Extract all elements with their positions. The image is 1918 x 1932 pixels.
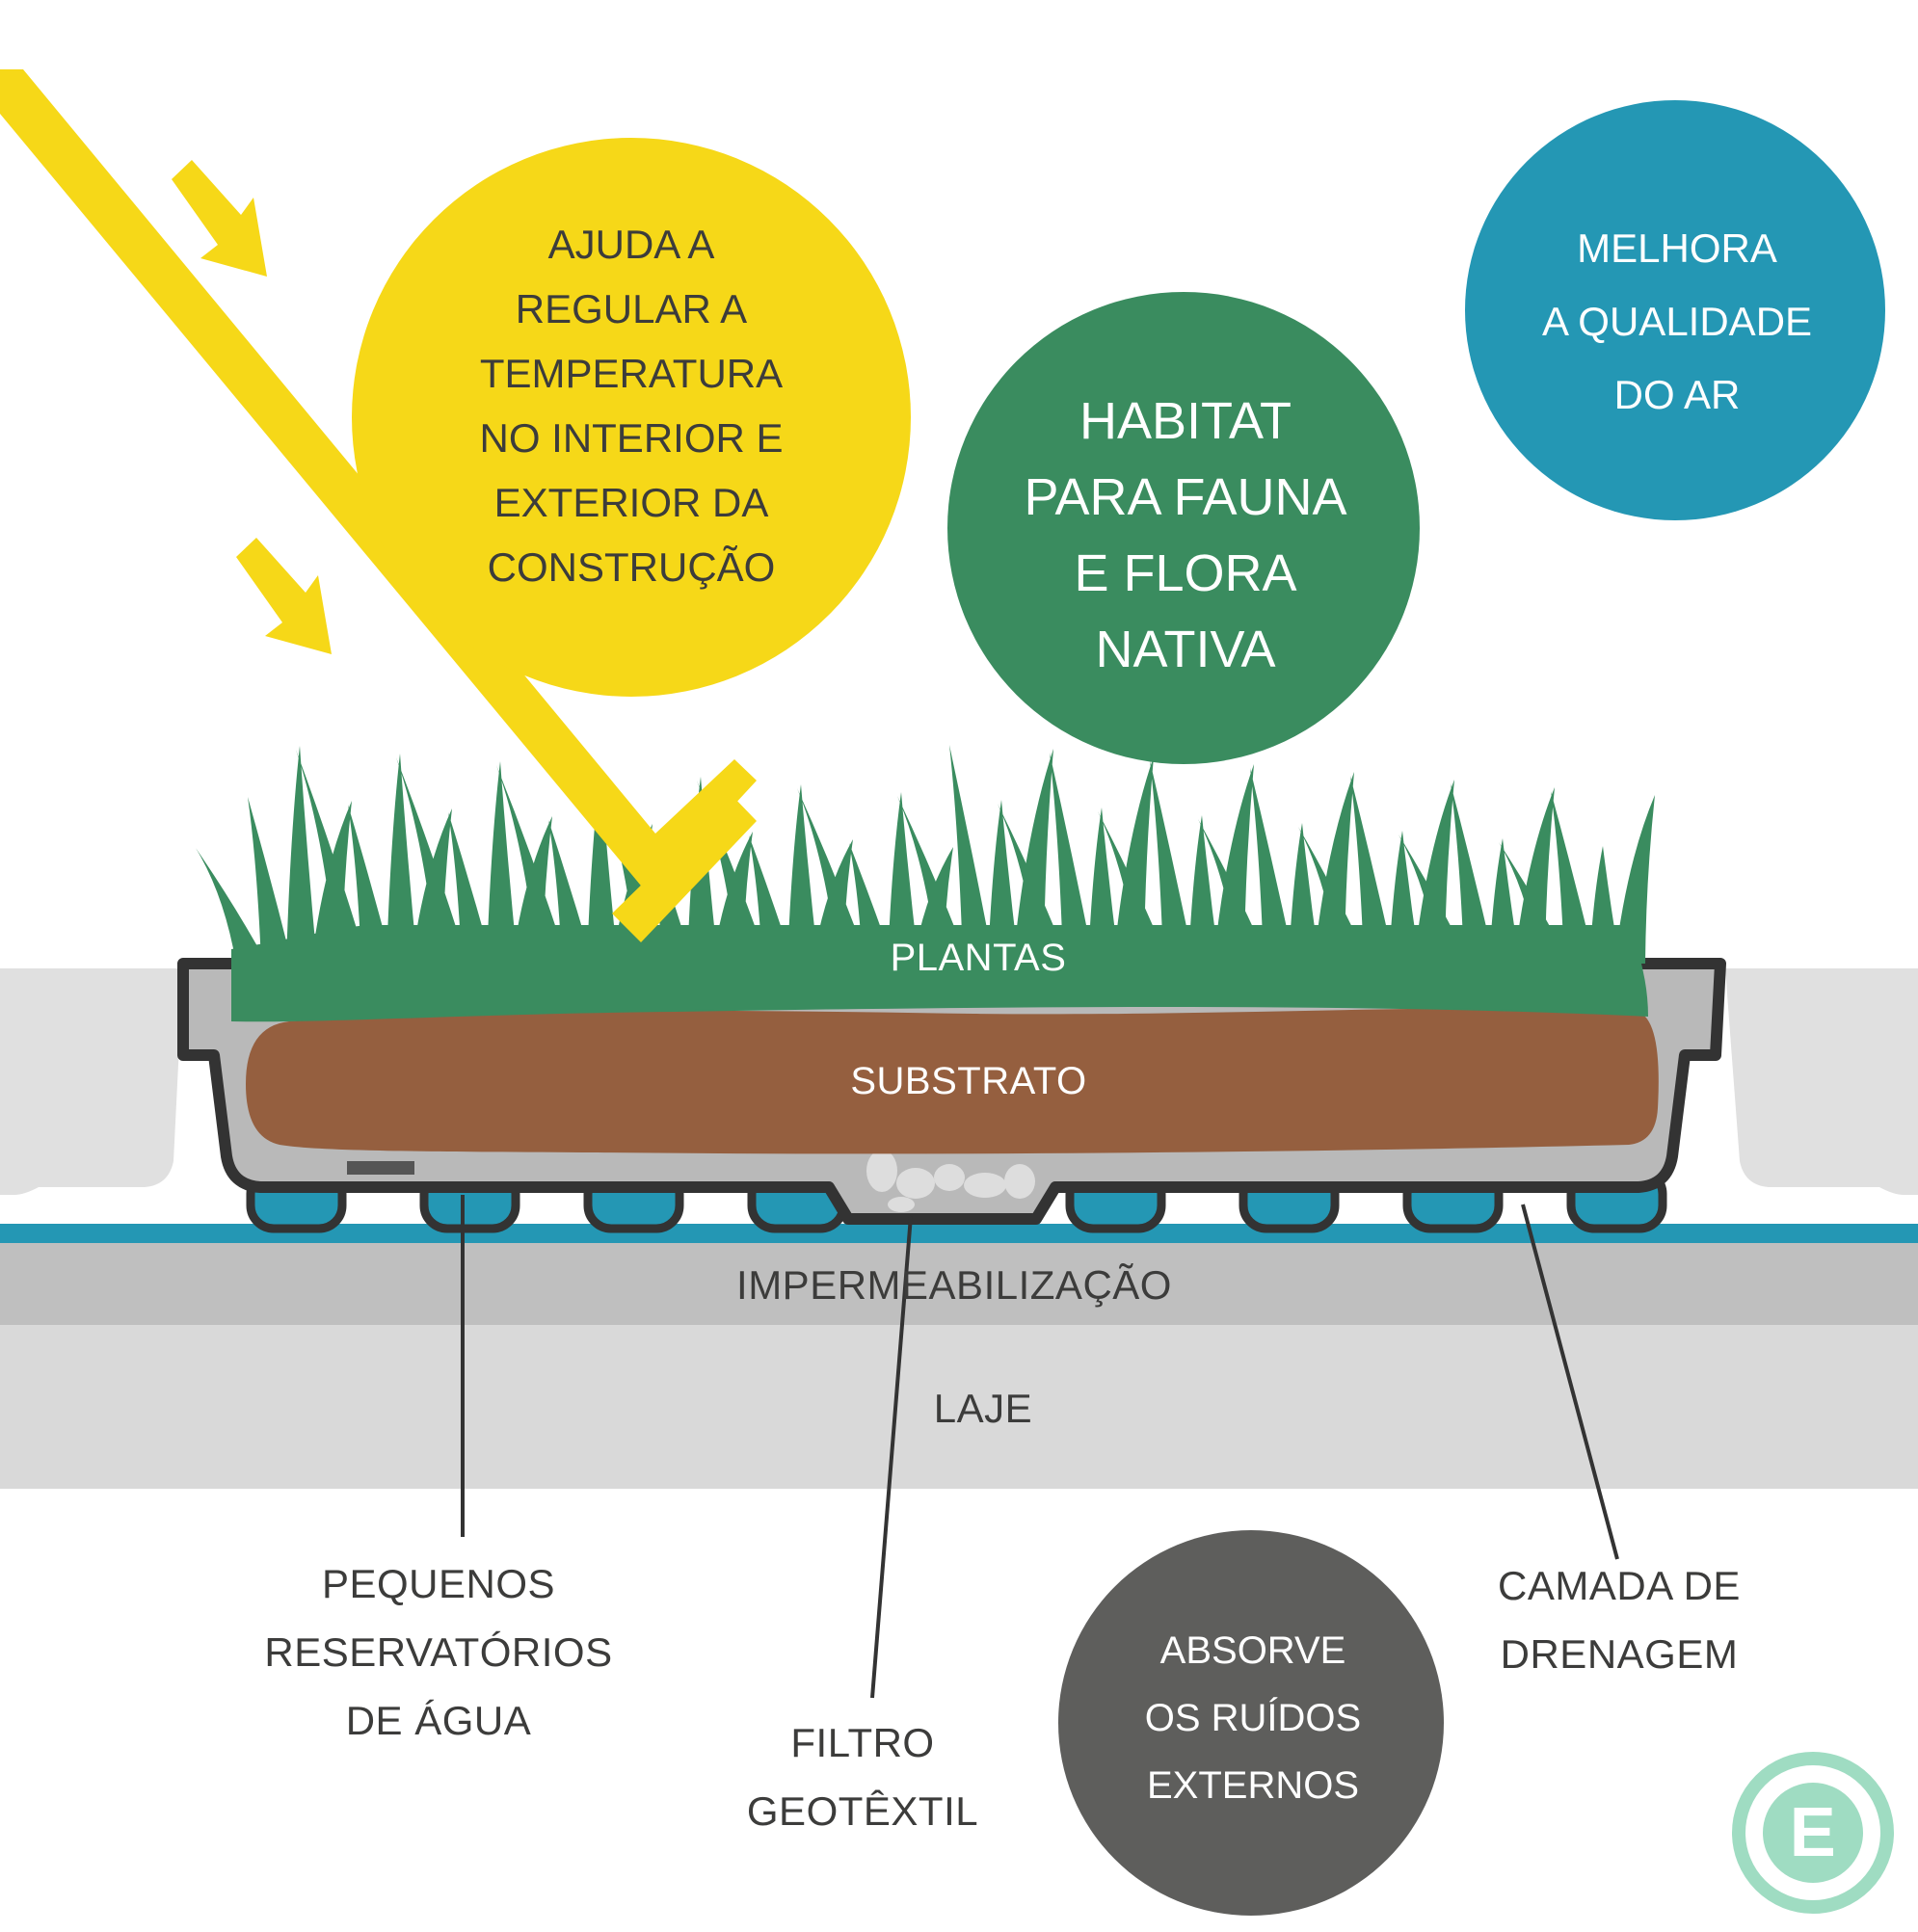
drainage-line: CAMADA DE [1498,1563,1741,1608]
sunbeam-arrow [0,69,757,896]
tray-clip [347,1161,414,1175]
habitat-line: HABITAT [1079,392,1292,450]
noise-line: EXTERNOS [1146,1764,1360,1807]
air-line: A QUALIDADE [1541,299,1813,344]
air-line: DO AR [1613,372,1741,417]
air-line: MELHORA [1577,225,1777,271]
filter-callout: FILTRO GEOTÊXTIL [694,1708,1031,1845]
e-logo-icon [1732,1752,1894,1914]
temperature-line: AJUDA A [547,222,715,267]
habitat-line: NATIVA [1095,621,1276,678]
habitat-bubble-text: HABITAT PARA FAUNA E FLORA NATIVA [993,384,1378,688]
substrate-label: SUBSTRATO [850,1060,1087,1102]
left-tile [0,968,183,1195]
reservoirs-line: DE ÁGUA [345,1698,532,1743]
noise-line: ABSORVE [1159,1629,1346,1672]
habitat-bubble [947,292,1420,764]
substrate-layer [246,1008,1659,1154]
reservoirs-line: RESERVATÓRIOS [264,1629,613,1675]
drainage-callout: CAMADA DE DRENAGEM [1446,1551,1793,1688]
noise-bubble [1058,1530,1444,1916]
slab-label: LAJE [933,1386,1033,1431]
reservoirs-line: PEQUENOS [321,1561,556,1606]
right-tile [1725,968,1918,1195]
temperature-bubble-text: AJUDA A REGULAR A TEMPERATURA NO INTERIO… [448,212,814,599]
noise-bubble-text: ABSORVE OS RUÍDOS EXTERNOS [1079,1617,1426,1819]
drainage-line: DRENAGEM [1500,1631,1739,1677]
habitat-line: PARA FAUNA [1024,468,1347,526]
arrow-down-right-icon [172,160,267,277]
temperature-bubble [352,138,911,697]
habitat-line: E FLORA [1074,544,1297,602]
filter-line: GEOTÊXTIL [746,1788,979,1834]
temperature-line: CONSTRUÇÃO [487,544,776,590]
temperature-line: EXTERIOR DA [493,480,769,525]
sunbeam-arrow-head [612,796,757,942]
air-quality-bubble-text: MELHORA A QUALIDADE DO AR [1484,212,1870,432]
temperature-line: NO INTERIOR E [479,415,784,461]
logo-letter: E [1789,1794,1837,1871]
reservoirs-callout: PEQUENOS RESERVATÓRIOS DE ÁGUA [222,1549,655,1755]
grass-plants [196,745,1655,1022]
plants-label: PLANTAS [890,937,1067,979]
slab-layer [0,1325,1918,1489]
filter-line: FILTRO [790,1720,935,1765]
temperature-line: TEMPERATURA [479,351,784,396]
air-quality-bubble [1465,100,1885,520]
waterproofing-layer [0,1238,1918,1325]
leader-lines [461,1195,1619,1699]
noise-line: OS RUÍDOS [1144,1697,1362,1739]
gravel [866,1150,1035,1212]
temperature-line: REGULAR A [515,286,748,331]
waterproofing-label: IMPERMEABILIZAÇÃO [736,1262,1172,1308]
arrow-down-right-icon [236,538,332,654]
